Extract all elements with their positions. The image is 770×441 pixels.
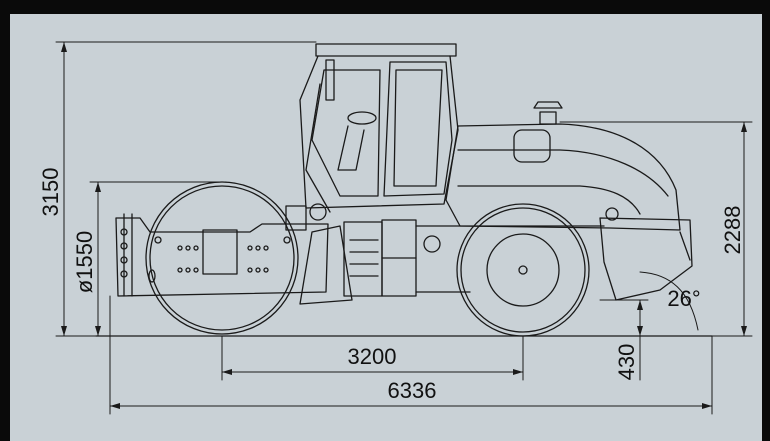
drum-diameter-label: ø1550 xyxy=(72,231,97,293)
engine-hood xyxy=(445,101,681,231)
overall-length-label: 6336 xyxy=(388,378,437,403)
articulation-joint xyxy=(285,203,441,305)
departure-angle-label: 26° xyxy=(667,286,700,311)
overall-height-label: 3150 xyxy=(38,168,63,217)
cab xyxy=(299,43,459,213)
dimension-arrows xyxy=(61,42,747,409)
front-frame xyxy=(115,213,329,297)
rear-height-label: 2288 xyxy=(720,206,745,255)
dimension-lines xyxy=(55,41,753,415)
ground-clearance-label: 430 xyxy=(614,344,639,381)
drawing-panel xyxy=(10,14,762,441)
wheelbase-label: 3200 xyxy=(348,344,397,369)
